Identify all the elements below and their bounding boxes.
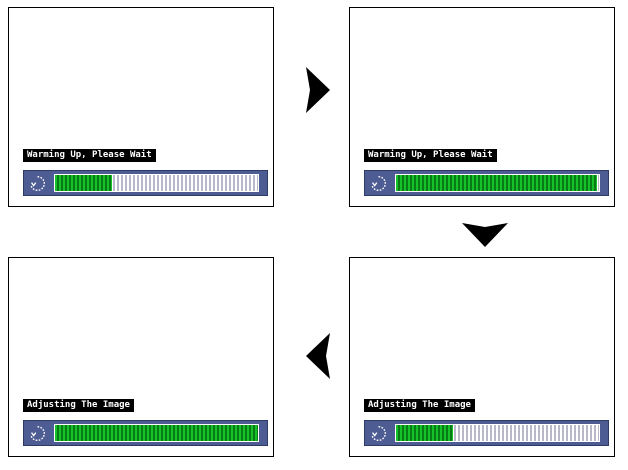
progress-fill — [396, 175, 597, 191]
progress-bar — [54, 424, 259, 442]
refresh-spinner-icon — [30, 176, 45, 191]
progress-bar — [54, 174, 259, 192]
screen-adjusting-initial: Adjusting The Image — [349, 257, 615, 457]
progress-panel — [23, 170, 268, 196]
progress-bar — [395, 174, 600, 192]
screen-adjusting-complete: Adjusting The Image — [8, 257, 274, 457]
refresh-spinner-icon — [30, 426, 45, 441]
progress-fill — [396, 425, 453, 441]
progress-panel — [364, 420, 609, 446]
progress-fill — [55, 425, 258, 441]
status-label: Warming Up, Please Wait — [364, 149, 497, 162]
progress-panel — [23, 420, 268, 446]
arrow-right-icon — [306, 67, 330, 113]
status-label: Adjusting The Image — [364, 399, 475, 412]
refresh-spinner-icon — [371, 426, 386, 441]
progress-panel — [364, 170, 609, 196]
arrow-down-icon — [462, 223, 508, 247]
progress-fill — [55, 175, 112, 191]
screen-warming-up-initial: Warming Up, Please Wait — [8, 7, 274, 207]
screen-warming-up-complete: Warming Up, Please Wait — [349, 7, 615, 207]
status-label: Warming Up, Please Wait — [23, 149, 156, 162]
arrow-left-icon — [306, 333, 330, 379]
status-label: Adjusting The Image — [23, 399, 134, 412]
refresh-spinner-icon — [371, 176, 386, 191]
progress-bar — [395, 424, 600, 442]
